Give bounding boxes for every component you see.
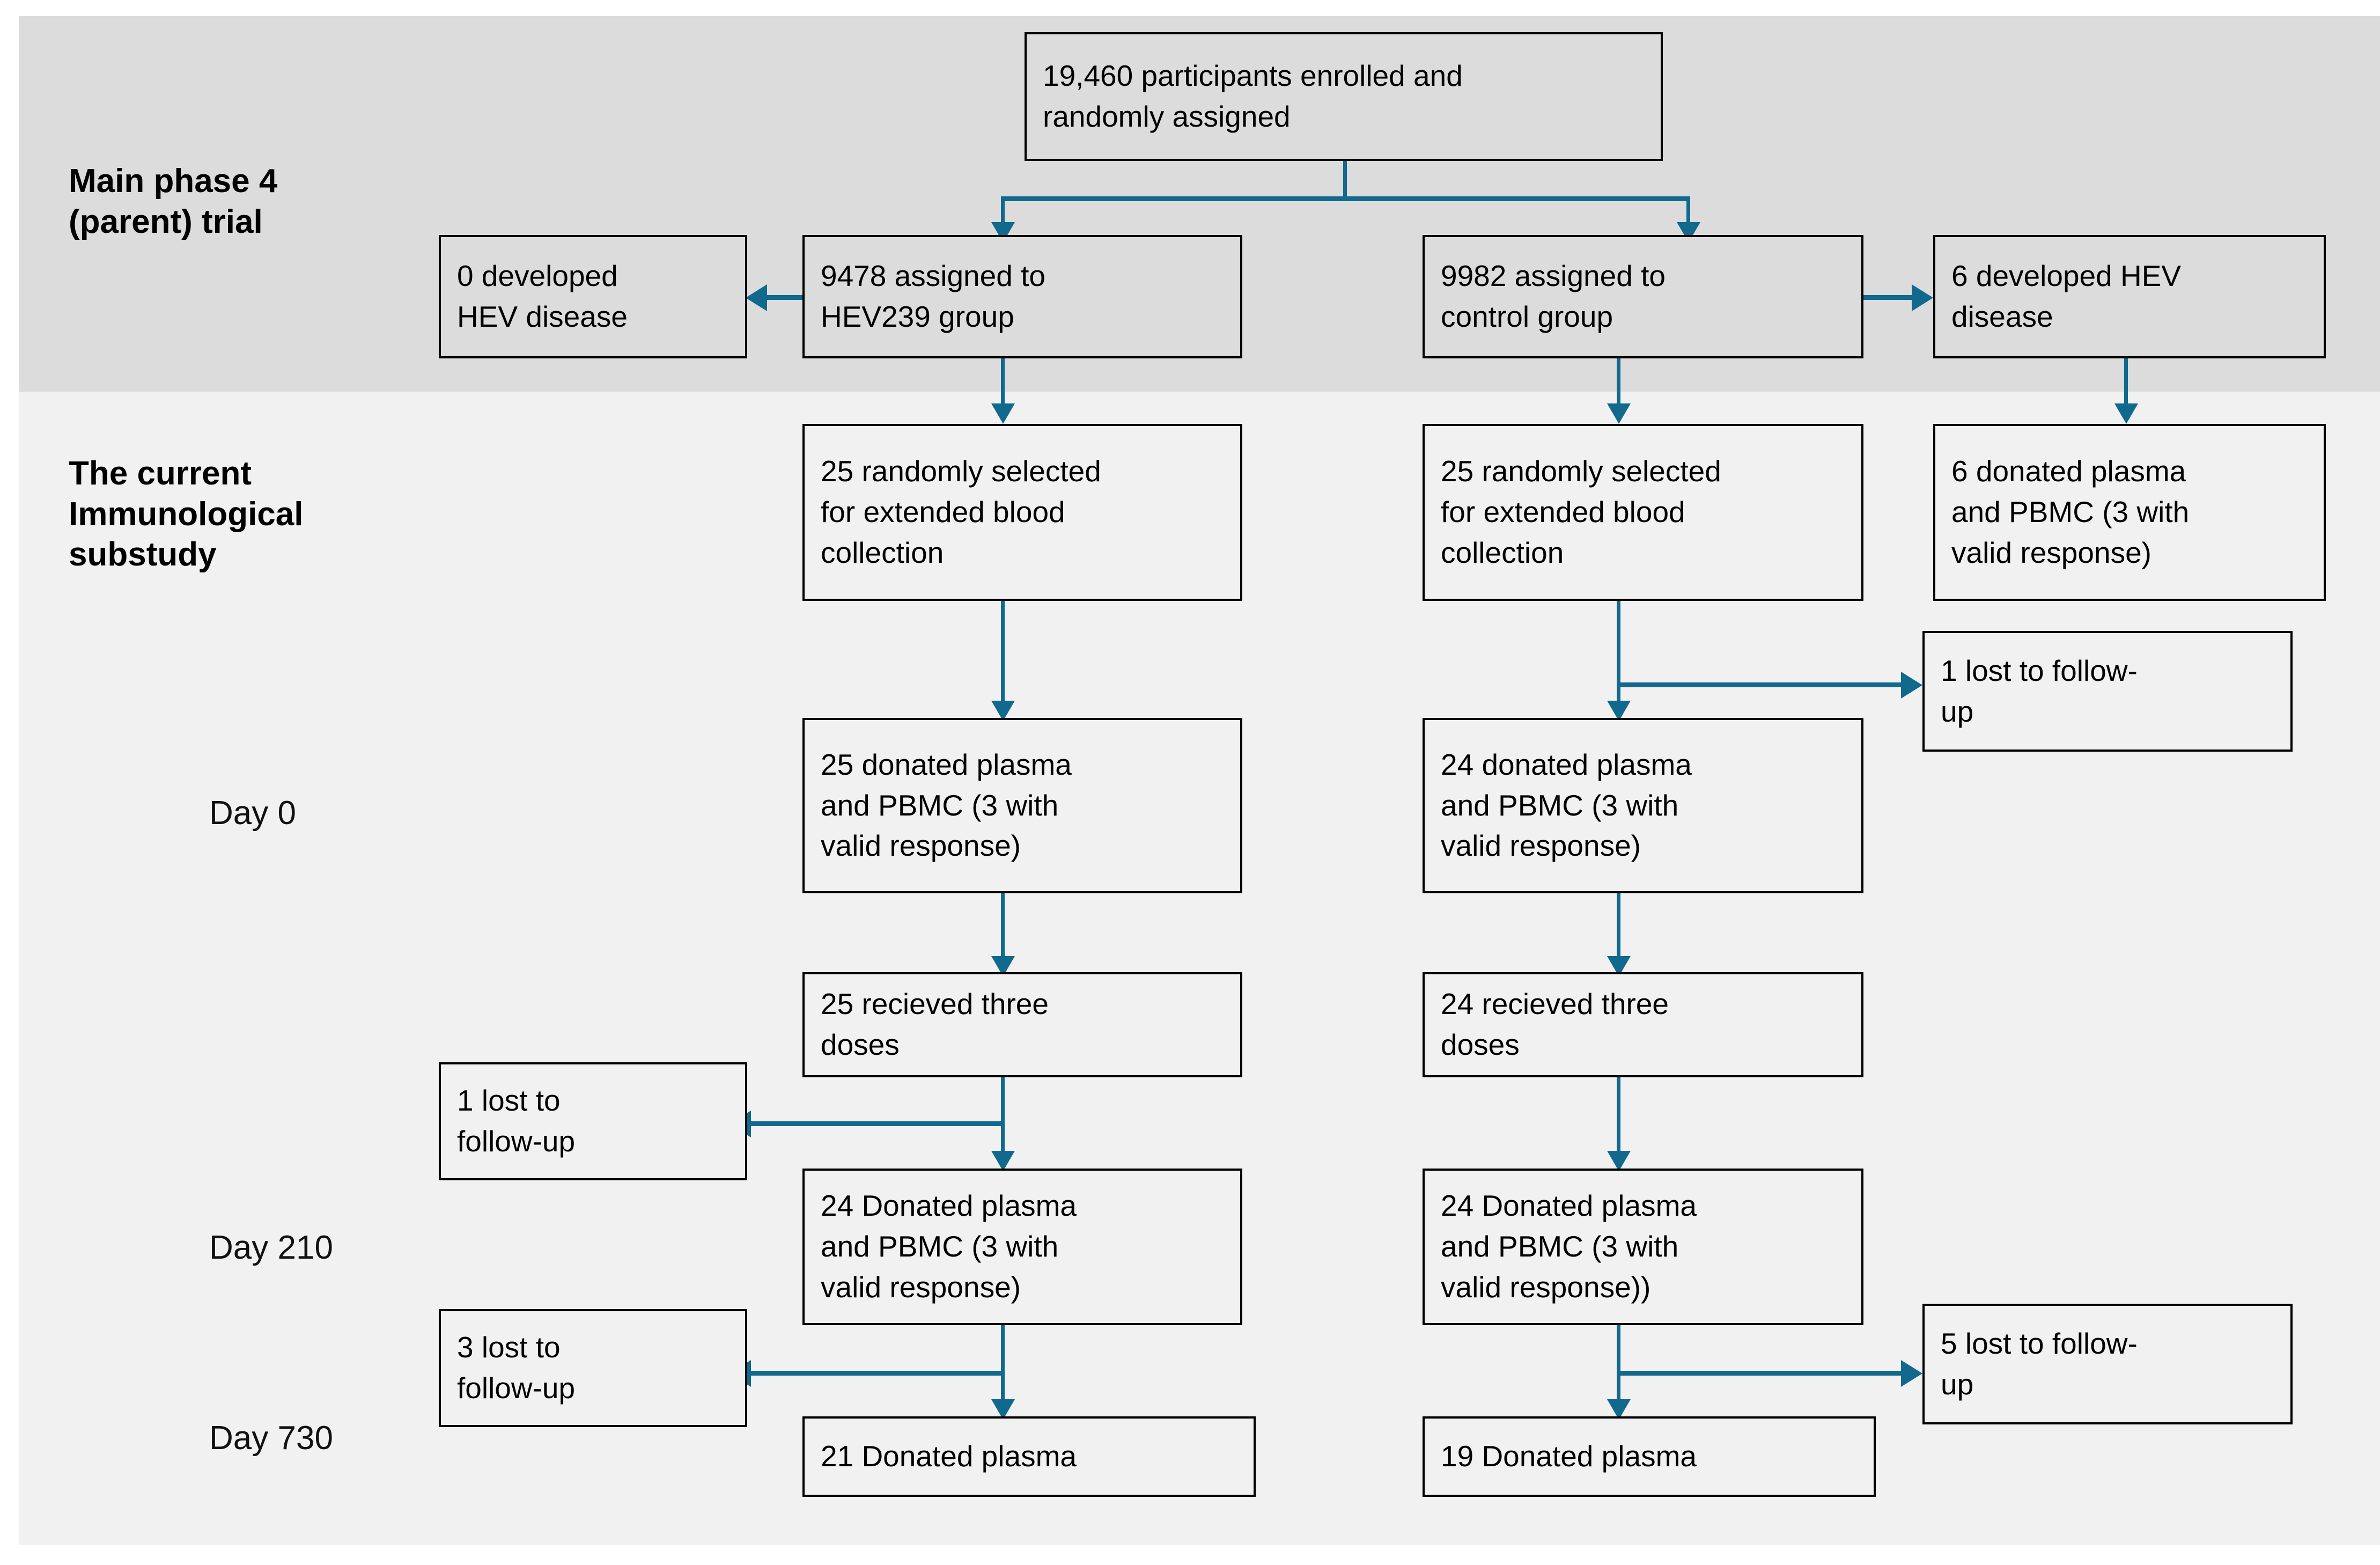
day-label-day210: Day 210 (209, 1229, 333, 1266)
node-control-day730[interactable]: 19 Donated plasma (1423, 1416, 1876, 1497)
node-control-assigned-text: 9982 assigned to control group (1441, 259, 1666, 333)
node-control-disease-text: 6 developed HEV disease (1951, 259, 2182, 333)
node-hev239-selected-text: 25 randomly selected for extended blood … (821, 454, 1101, 569)
node-hev239-lost-210[interactable]: 1 lost to follow-up (439, 1062, 747, 1180)
connector-hev239-to-selected (1001, 358, 1005, 417)
connector-control-lost-day0-branch (1617, 682, 1901, 687)
node-control-doses-text: 24 recieved three doses (1441, 987, 1669, 1061)
section-label-main-phase: Main phase 4 (parent) trial (69, 163, 278, 240)
node-control-assigned[interactable]: 9982 assigned to control group (1423, 235, 1863, 358)
node-hev239-doses-text: 25 recieved three doses (821, 987, 1049, 1061)
node-control-day210[interactable]: 24 Donated plasma and PBMC (3 with valid… (1423, 1169, 1863, 1325)
node-hev239-day210-text: 24 Donated plasma and PBMC (3 with valid… (821, 1189, 1077, 1304)
day-label-day0: Day 0 (209, 795, 296, 832)
node-disease-donated-text: 6 donated plasma and PBMC (3 with valid … (1951, 454, 2190, 569)
node-disease-donated[interactable]: 6 donated plasma and PBMC (3 with valid … (1933, 424, 2326, 601)
node-hev239-lost-210-text: 1 lost to follow-up (457, 1084, 576, 1158)
connector-split-bus (1001, 196, 1690, 201)
connector-control-lost730-branch (1617, 1371, 1901, 1376)
connector-hev239-day0-to-doses (1001, 893, 1005, 968)
node-hev239-disease[interactable]: 0 developed HEV disease (439, 235, 747, 358)
connector-control-day0-to-doses (1617, 893, 1620, 968)
section-label-substudy: The current Immunological substudy (69, 455, 304, 574)
arrowhead-control-day0 (1607, 701, 1631, 721)
connector-enrolled-down (1343, 160, 1347, 199)
arrowhead-control-lost730 (1901, 1360, 1922, 1387)
connector-hev239-doses-to-day210 (1001, 1077, 1005, 1163)
connector-hev239-lost730-branch (751, 1371, 1003, 1376)
node-control-doses[interactable]: 24 recieved three doses (1423, 972, 1863, 1077)
arrowhead-control-selected (1607, 403, 1631, 424)
node-hev239-disease-text: 0 developed HEV disease (457, 259, 628, 333)
arrowhead-control-lost-day0 (1901, 672, 1922, 699)
node-hev239-assigned-text: 9478 assigned to HEV239 group (821, 259, 1045, 333)
arrowhead-hev239-day0 (991, 701, 1015, 721)
node-hev239-assigned[interactable]: 9478 assigned to HEV239 group (802, 235, 1242, 358)
connector-hev239-day210-to-day730 (1001, 1325, 1005, 1411)
node-control-selected[interactable]: 25 randomly selected for extended blood … (1423, 424, 1863, 601)
connector-bus-to-hev239 (1001, 196, 1005, 237)
connector-control-to-disease (1863, 295, 1912, 300)
connector-control-to-selected (1617, 358, 1620, 417)
arrowhead-disease-donated (2114, 403, 2138, 424)
connector-control-selected-to-day0 (1617, 601, 1620, 714)
node-hev239-lost-730-text: 3 lost to follow-up (457, 1331, 576, 1405)
node-enrolled[interactable]: 19,460 participants enrolled and randoml… (1025, 32, 1663, 161)
arrowhead-hev239-disease (746, 284, 767, 311)
node-control-lost-730-text: 5 lost to follow- up (1941, 1326, 2138, 1401)
node-control-disease[interactable]: 6 developed HEV disease (1933, 235, 2326, 358)
node-control-lost-day0[interactable]: 1 lost to follow- up (1922, 631, 2293, 752)
node-control-day0-text: 24 donated plasma and PBMC (3 with valid… (1441, 747, 1692, 863)
arrowhead-hev239-day730 (991, 1399, 1015, 1420)
node-hev239-doses[interactable]: 25 recieved three doses (802, 972, 1242, 1077)
node-control-day210-text: 24 Donated plasma and PBMC (3 with valid… (1441, 1189, 1697, 1304)
connector-control-day210-to-day730 (1617, 1325, 1620, 1411)
node-control-day0[interactable]: 24 donated plasma and PBMC (3 with valid… (1423, 718, 1863, 893)
connector-disease-to-donated (2124, 358, 2128, 417)
node-hev239-lost-730[interactable]: 3 lost to follow-up (439, 1309, 747, 1427)
arrowhead-control-day730 (1607, 1399, 1631, 1420)
connector-control-doses-to-day210 (1617, 1077, 1620, 1163)
node-control-lost-730[interactable]: 5 lost to follow- up (1922, 1304, 2293, 1424)
node-control-selected-text: 25 randomly selected for extended blood … (1441, 454, 1721, 569)
node-hev239-selected[interactable]: 25 randomly selected for extended blood … (802, 424, 1242, 601)
connector-hev239-to-disease (767, 295, 802, 300)
node-control-day730-text: 19 Donated plasma (1441, 1439, 1697, 1473)
day-label-day730: Day 730 (209, 1420, 333, 1457)
node-hev239-day730[interactable]: 21 Donated plasma (802, 1416, 1256, 1497)
connector-hev239-selected-to-day0 (1001, 601, 1005, 714)
arrowhead-hev239-day210 (991, 1151, 1015, 1171)
node-hev239-day0[interactable]: 25 donated plasma and PBMC (3 with valid… (802, 718, 1242, 893)
arrowhead-control-disease (1912, 284, 1933, 311)
node-control-lost-day0-text: 1 lost to follow- up (1941, 653, 2138, 728)
arrowhead-hev239-selected (991, 403, 1015, 424)
node-hev239-day730-text: 21 Donated plasma (821, 1439, 1077, 1473)
connector-bus-to-control (1686, 196, 1690, 237)
connector-hev239-lost210-branch (751, 1121, 1003, 1126)
arrowhead-control-day210 (1607, 1151, 1631, 1171)
node-hev239-day210[interactable]: 24 Donated plasma and PBMC (3 with valid… (802, 1169, 1242, 1325)
node-enrolled-text: 19,460 participants enrolled and randoml… (1043, 59, 1463, 133)
node-hev239-day0-text: 25 donated plasma and PBMC (3 with valid… (821, 747, 1072, 863)
